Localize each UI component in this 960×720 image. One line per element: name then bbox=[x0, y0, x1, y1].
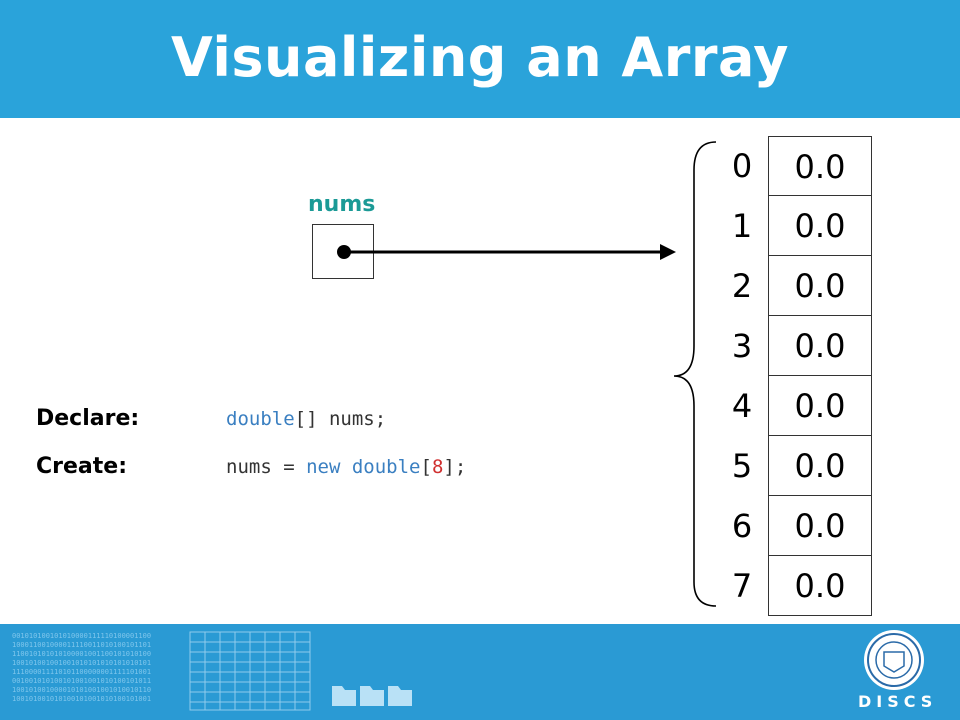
create-space bbox=[340, 456, 351, 478]
header-bar: Visualizing an Array bbox=[0, 0, 960, 118]
discs-logo-text: DISCS bbox=[858, 692, 938, 711]
binary-line: 100101001001001010101010101010101 bbox=[12, 659, 152, 667]
binary-line: 001010100101010000111110100001100 bbox=[12, 632, 152, 640]
footer-bar: 001010100101010000111110100001100 100011… bbox=[0, 624, 960, 720]
page-title: Visualizing an Array bbox=[171, 26, 789, 89]
seal-logo-icon bbox=[864, 630, 924, 690]
binary-line: 100011001000011110011010100101101 bbox=[12, 641, 152, 649]
declare-rest: [] nums; bbox=[294, 408, 387, 430]
array-brace bbox=[673, 141, 717, 607]
binary-line: 100101001010100101001010100101001 bbox=[12, 695, 152, 703]
array-index: 3 bbox=[731, 327, 753, 365]
footer-graphics bbox=[189, 630, 924, 711]
declare-label: Declare: bbox=[36, 406, 140, 431]
binary-line: 001001010100101001001010100101011 bbox=[12, 677, 152, 685]
create-lhs: nums = bbox=[226, 456, 307, 478]
create-size-literal: 8 bbox=[431, 456, 444, 478]
array-index: 0 bbox=[731, 147, 753, 185]
reference-arrowhead bbox=[660, 244, 676, 260]
folder-icon bbox=[332, 686, 412, 706]
create-open-bracket: [ bbox=[420, 456, 432, 478]
create-code: nums = new double[8]; bbox=[226, 456, 466, 478]
binary-line: 111000011110101100000001111101001 bbox=[12, 668, 152, 676]
array-index: 1 bbox=[731, 207, 753, 245]
array-index: 6 bbox=[731, 507, 753, 545]
array-value: 0.0 bbox=[768, 136, 872, 196]
create-close: ]; bbox=[443, 456, 467, 478]
array-value: 0.0 bbox=[768, 196, 872, 256]
array-index: 4 bbox=[731, 387, 753, 425]
declare-type-keyword: double bbox=[226, 408, 295, 430]
create-new-keyword: new bbox=[306, 456, 341, 478]
array-value: 0.0 bbox=[768, 496, 872, 556]
variable-name-label: nums bbox=[308, 192, 376, 217]
declare-code: double[] nums; bbox=[226, 408, 386, 430]
array-value: 0.0 bbox=[768, 436, 872, 496]
create-type-keyword: double bbox=[351, 456, 421, 478]
array-value: 0.0 bbox=[768, 376, 872, 436]
array-value: 0.0 bbox=[768, 316, 872, 376]
binary-line: 110010101010100001001100101010100 bbox=[12, 650, 152, 658]
grid-graphic bbox=[189, 631, 311, 711]
binary-decoration: 001010100101010000111110100001100 100011… bbox=[12, 632, 302, 704]
array-value: 0.0 bbox=[768, 256, 872, 316]
array-index: 5 bbox=[731, 447, 753, 485]
array-index: 7 bbox=[731, 567, 753, 605]
array-index: 2 bbox=[731, 267, 753, 305]
create-label: Create: bbox=[36, 454, 127, 479]
array-value: 0.0 bbox=[768, 556, 872, 616]
binary-line: 100101001000010101001001010010110 bbox=[12, 686, 152, 694]
